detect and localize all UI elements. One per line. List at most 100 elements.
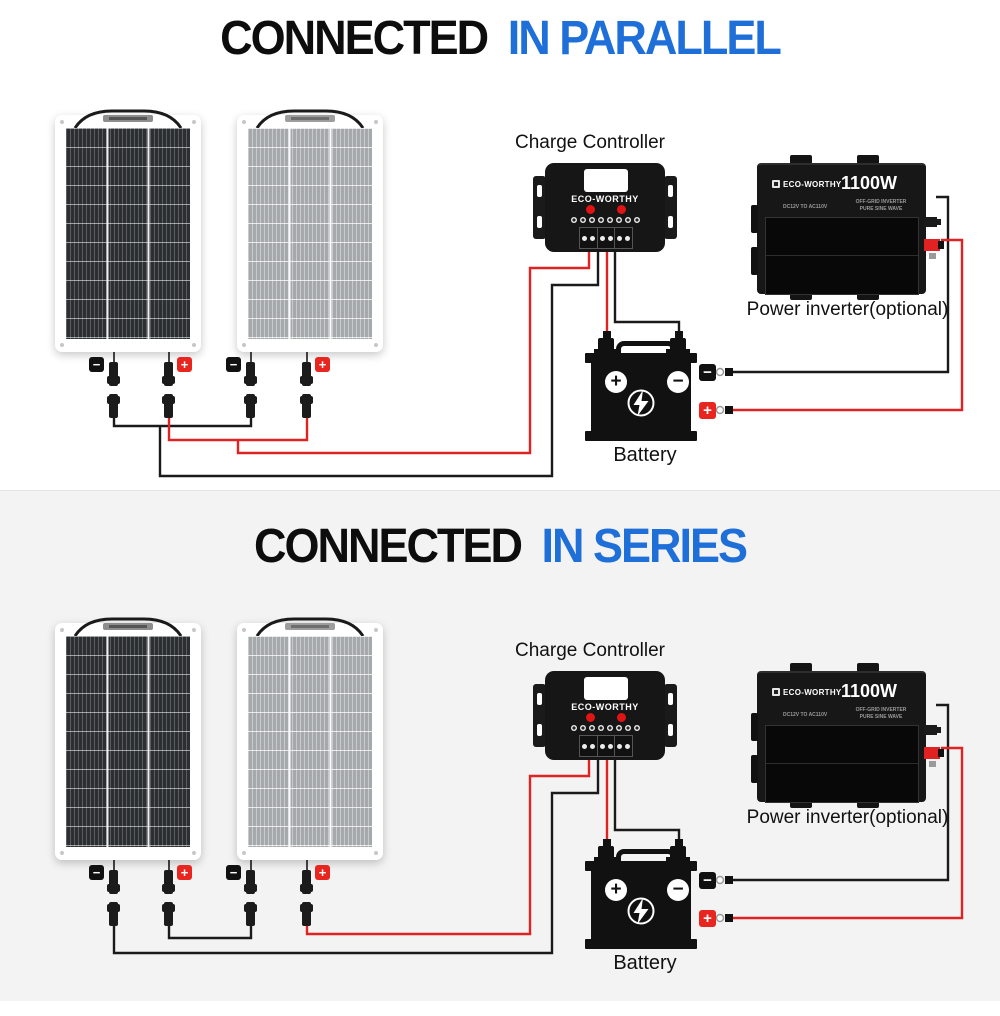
inverter-terminal-connector bbox=[929, 761, 936, 767]
inverter-positive-terminal bbox=[924, 239, 944, 251]
panel-wire-stubs bbox=[113, 352, 308, 362]
inverter-front-panel bbox=[765, 725, 919, 803]
mounting-ear bbox=[533, 176, 546, 239]
battery-plus-symbol: + bbox=[605, 371, 627, 393]
mc4-connector bbox=[244, 362, 257, 386]
screw-icon bbox=[60, 343, 64, 347]
mc4-connector bbox=[162, 902, 175, 926]
inverter-power-rating: 1100W bbox=[841, 173, 898, 193]
screw-icon bbox=[60, 851, 64, 855]
battery-post bbox=[598, 846, 614, 858]
negative-badge: − bbox=[89, 865, 104, 880]
panel-wire-stubs bbox=[113, 860, 308, 870]
mounting-ear bbox=[533, 684, 546, 747]
battery: + − bbox=[585, 838, 697, 950]
charge-controller: ECO-WORTHY bbox=[533, 671, 677, 760]
panel-cells bbox=[248, 128, 372, 339]
screw-icon bbox=[60, 120, 64, 124]
ring-terminal-negative bbox=[715, 367, 725, 377]
panel-handle-icon bbox=[255, 617, 365, 637]
section-title-parallel: CONNECTED IN PARALLEL bbox=[0, 10, 1000, 66]
battery: + − bbox=[585, 330, 697, 442]
title-main: CONNECTED bbox=[253, 517, 523, 573]
screw-icon bbox=[374, 120, 378, 124]
charge-controller: ECO-WORTHY bbox=[533, 163, 677, 252]
battery-label: Battery bbox=[613, 444, 677, 466]
battery-body: + − bbox=[591, 363, 691, 431]
negative-badge: − bbox=[89, 357, 104, 372]
crimp-negative bbox=[725, 876, 733, 884]
ring-terminal-positive bbox=[715, 405, 725, 415]
negative-badge: − bbox=[226, 357, 241, 372]
screw-icon bbox=[374, 628, 378, 632]
title-accent: IN PARALLEL bbox=[507, 9, 782, 65]
panel-handle-icon bbox=[73, 109, 183, 129]
controller-brand: ECO-WORTHY bbox=[571, 194, 639, 204]
mc4-connector bbox=[244, 870, 257, 894]
panel-cells bbox=[66, 636, 190, 847]
inverter-foot bbox=[857, 663, 879, 672]
mounting-ear bbox=[664, 684, 677, 747]
solar-panel-1 bbox=[55, 617, 201, 860]
mc4-connector bbox=[162, 870, 175, 894]
wire-series-link bbox=[167, 926, 253, 940]
led-indicator bbox=[586, 713, 595, 722]
battery-post-base bbox=[666, 349, 690, 354]
inverter-spec-voltage: DC12V TO AC110V bbox=[783, 204, 828, 210]
led-indicator bbox=[617, 205, 626, 214]
inverter-body: ECO-WORTHY 1100W DC12V TO AC110V OFF-GRI… bbox=[751, 671, 944, 803]
screw-icon bbox=[374, 851, 378, 855]
panel-cells bbox=[248, 636, 372, 847]
mc4-connector bbox=[300, 902, 313, 926]
inverter-brand: ECO-WORTHY bbox=[783, 180, 842, 189]
terminal-screws bbox=[545, 217, 665, 223]
screw-icon bbox=[242, 343, 246, 347]
inverter-front-panel bbox=[765, 217, 919, 295]
solar-panel-2 bbox=[237, 109, 383, 352]
ring-terminal-positive bbox=[715, 913, 725, 923]
inverter-terminal-connector bbox=[929, 253, 936, 259]
battery-top-bar bbox=[585, 861, 697, 871]
side-tab bbox=[751, 713, 758, 741]
negative-badge: − bbox=[699, 364, 716, 381]
battery-bottom-bar bbox=[585, 939, 697, 949]
mc4-connector bbox=[162, 362, 175, 386]
battery-plus-symbol: + bbox=[605, 879, 627, 901]
positive-badge: + bbox=[177, 357, 192, 372]
inverter-spec-voltage: DC12V TO AC110V bbox=[783, 712, 828, 718]
power-inverter-label: Power inverter(optional) bbox=[746, 807, 949, 828]
positive-badge: + bbox=[699, 910, 716, 927]
battery-minus-symbol: − bbox=[667, 371, 689, 393]
mc4-connector bbox=[244, 394, 257, 418]
mc4-connector bbox=[300, 870, 313, 894]
mc4-connector bbox=[107, 870, 120, 894]
panel-handle-icon bbox=[73, 617, 183, 637]
power-inverter-label: Power inverter(optional) bbox=[746, 299, 949, 320]
battery-cable-lug bbox=[603, 331, 611, 339]
led-indicator bbox=[586, 205, 595, 214]
power-inverter: ECO-WORTHY 1100W DC12V TO AC110V OFF-GRI… bbox=[751, 663, 944, 815]
controller-screen bbox=[584, 677, 628, 700]
title-accent: IN SERIES bbox=[541, 517, 748, 573]
side-tab bbox=[751, 205, 758, 233]
controller-screen bbox=[584, 169, 628, 192]
controller-brand: ECO-WORTHY bbox=[571, 702, 639, 712]
negative-badge: − bbox=[226, 865, 241, 880]
inverter-brand: ECO-WORTHY bbox=[783, 688, 842, 697]
battery-label: Battery bbox=[613, 952, 677, 974]
mc4-connector bbox=[107, 902, 120, 926]
wire-controller-to-battery-negative bbox=[613, 757, 681, 839]
inverter-positive-terminal bbox=[924, 747, 944, 759]
screw-icon bbox=[242, 851, 246, 855]
terminal-block bbox=[579, 735, 633, 757]
screw-icon bbox=[192, 628, 196, 632]
solar-panel-1 bbox=[55, 109, 201, 352]
side-tab bbox=[751, 755, 758, 783]
inverter-foot bbox=[790, 799, 812, 808]
title-main: CONNECTED bbox=[220, 9, 489, 65]
wire-controller-to-battery-negative bbox=[613, 249, 681, 331]
inverter-foot bbox=[790, 663, 812, 672]
screw-icon bbox=[242, 628, 246, 632]
terminal-block bbox=[579, 227, 633, 249]
brand-logo-icon bbox=[772, 688, 780, 696]
